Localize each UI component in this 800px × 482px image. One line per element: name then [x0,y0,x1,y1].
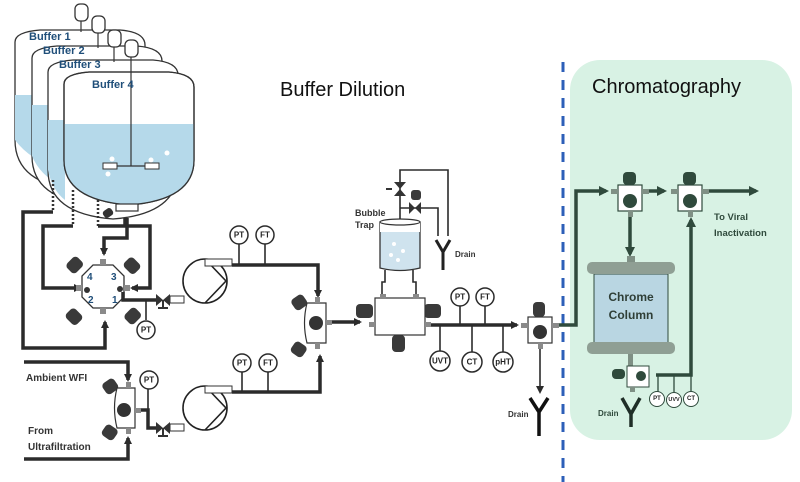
drain-symbol-column [620,397,642,427]
label-bubble-trap-line1: Bubble [355,208,386,218]
svg-text:FT: FT [263,359,273,368]
svg-text:UVV: UVV [668,397,680,403]
manifold-port-2-label: 2 [88,295,94,306]
svg-text:FT: FT [260,231,270,240]
svg-text:CT: CT [687,396,695,402]
manifold-port-4-label: 4 [87,272,93,283]
four-port-manifold-valve: 4 3 2 1 [65,256,141,325]
drain-symbol-main [528,397,550,436]
svg-text:PT: PT [237,359,247,368]
bubble-trap-control-valve [409,190,421,214]
pump-1 [182,258,233,304]
label-drain-main: Drain [508,410,529,419]
chrome-column: Chrome Column [587,256,675,354]
instrument-inline-ct: CT [461,351,483,373]
label-drain-column: Drain [598,409,619,418]
section-title-buffer-dilution: Buffer Dilution [280,79,405,101]
label-ambient-wfi: Ambient WFI [26,373,87,384]
manifold-port-1-label: 1 [112,295,118,306]
tank-label-buffer-2: Buffer 2 [43,45,85,57]
instrument-pump1-pt: PT [229,225,249,245]
tank-label-buffer-4: Buffer 4 [92,79,134,91]
buffer-tank-4: Buffer 4 [63,39,195,218]
svg-text:PT: PT [141,326,151,335]
svg-text:PT: PT [144,376,154,385]
label-from-uf-line2: Ultrafiltration [28,442,91,453]
svg-text:FT: FT [480,293,490,302]
label-bubble-trap-line2: Trap [355,220,375,230]
svg-text:PT: PT [653,396,661,402]
column-inlet-valve [611,172,649,217]
column-bypass-valve [671,172,709,217]
inline-mixer-box [356,294,441,352]
instrument-inline-uvt: UVT [429,350,451,372]
tank-outlet-valve-actuator [102,208,114,218]
control-valve-1 [156,294,170,309]
label-to-viral-line1: To Viral [714,212,748,223]
three-way-valve-wfi [101,378,141,441]
pump-2 [182,385,233,431]
manifold-port-3-label: 3 [111,272,117,283]
instrument-column-uvv: UVV [666,392,682,408]
instrument-inline-pht: pHT [492,351,514,373]
svg-text:PT: PT [455,293,465,302]
instrument-pump2-pt: PT [232,353,252,373]
svg-text:UVT: UVT [432,357,448,366]
instrument-column-ct: CT [683,391,699,407]
label-to-viral-line2: Inactivation [714,228,767,239]
section-title-chromatography: Chromatography [592,76,741,98]
label-drain-bubble: Drain [455,250,476,259]
instrument-wfi-pt: PT [139,370,159,390]
instrument-inline-ft: FT [475,287,495,307]
chromatography-panel [570,60,792,440]
svg-text:pHT: pHT [495,358,511,367]
instrument-inline-pt: PT [450,287,470,307]
tank-label-buffer-3: Buffer 3 [59,59,101,71]
instrument-manifold-pt: PT [136,320,156,340]
vent-valve [386,182,406,196]
drain-symbol-bubble-trap [434,239,452,270]
instrument-pump1-ft: FT [255,225,275,245]
column-label-line1: Chrome [608,290,654,304]
agitator-blade [144,162,160,170]
column-label-line2: Column [609,308,654,322]
instrument-pump2-ft: FT [258,353,278,373]
svg-text:PT: PT [234,231,244,240]
instrument-column-pt: PT [649,391,665,407]
tank-label-buffer-1: Buffer 1 [29,31,71,43]
column-outlet-valve [612,354,650,392]
bubble-trap [379,218,421,272]
control-valve-2 [156,422,170,437]
three-way-valve-mix [290,294,332,358]
divert-valve [521,302,559,349]
label-from-uf-line1: From [28,426,53,437]
agitator-blade [102,162,118,170]
svg-text:CT: CT [467,358,478,367]
